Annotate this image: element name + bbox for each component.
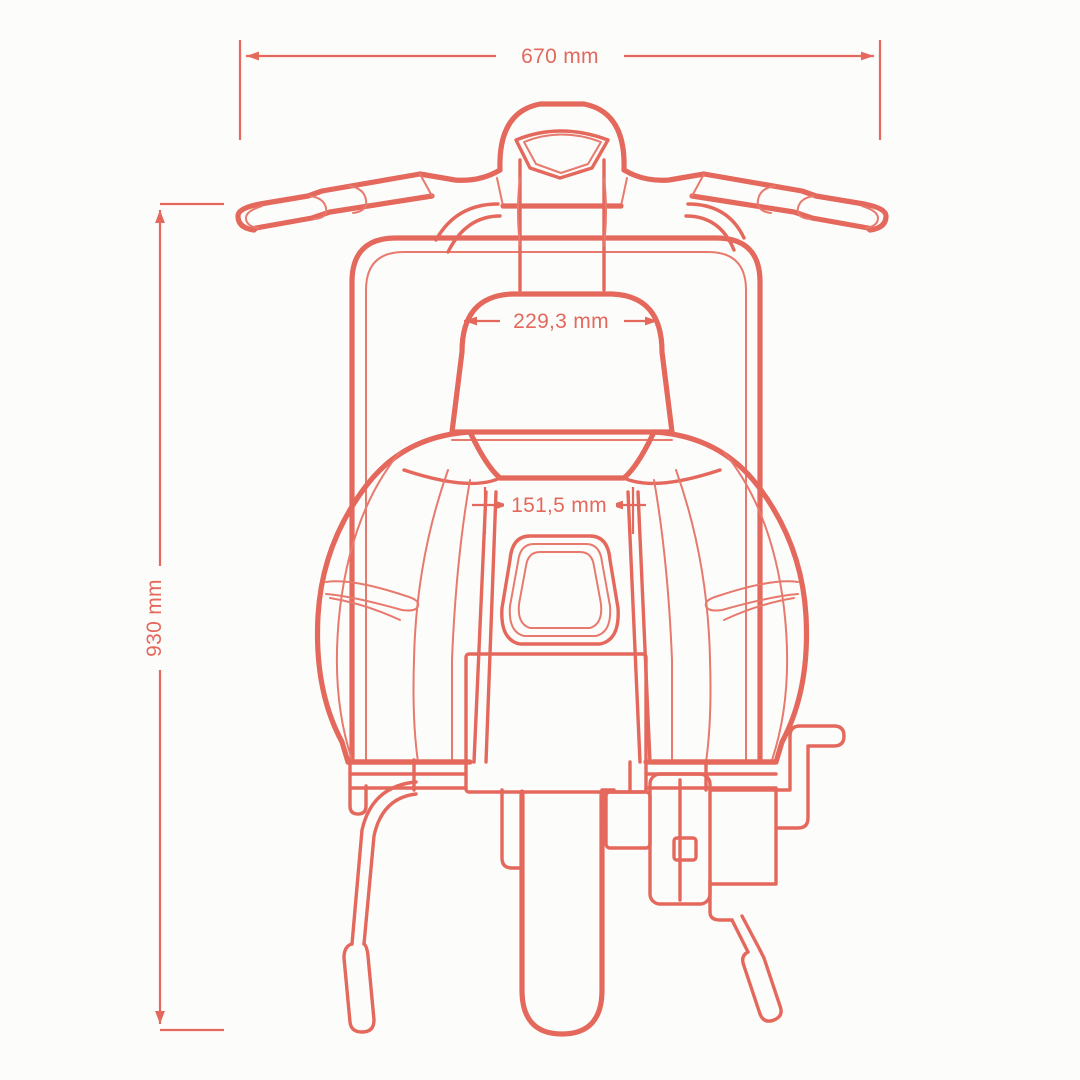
floorboards xyxy=(345,758,779,816)
rear-rack-frame xyxy=(349,235,763,763)
dimension-labels: 670 mm 930 mm 229,3 mm 151,5 mm xyxy=(143,42,624,670)
kickstarter-lever xyxy=(774,724,846,830)
side-stand xyxy=(342,780,418,1034)
overall-height-label: 930 mm xyxy=(143,579,166,657)
headlight-nacelle-outer xyxy=(514,129,610,180)
front-wheel-fender xyxy=(500,788,616,1037)
legshield-inner-width-label: 151,5 mm xyxy=(511,494,607,517)
headlight-nacelle-inner xyxy=(523,133,602,174)
front-carrier-box xyxy=(464,652,648,794)
left-bar-joint xyxy=(496,177,504,207)
turn-signal-right xyxy=(704,580,799,612)
engine-block xyxy=(602,772,778,922)
right-bar-joint xyxy=(620,177,628,207)
dimension-overall-width xyxy=(238,40,882,140)
dimension-overall-height xyxy=(155,202,224,1032)
seat-width-label: 229,3 mm xyxy=(513,310,609,333)
handlebar-assembly xyxy=(235,101,889,254)
overall-width-label: 670 mm xyxy=(521,45,599,68)
legshield-body xyxy=(314,429,810,765)
turn-signal-left xyxy=(325,580,420,612)
rear-stand-leg-right xyxy=(730,914,783,1023)
steering-column xyxy=(518,158,606,292)
horn-cover xyxy=(500,534,620,646)
